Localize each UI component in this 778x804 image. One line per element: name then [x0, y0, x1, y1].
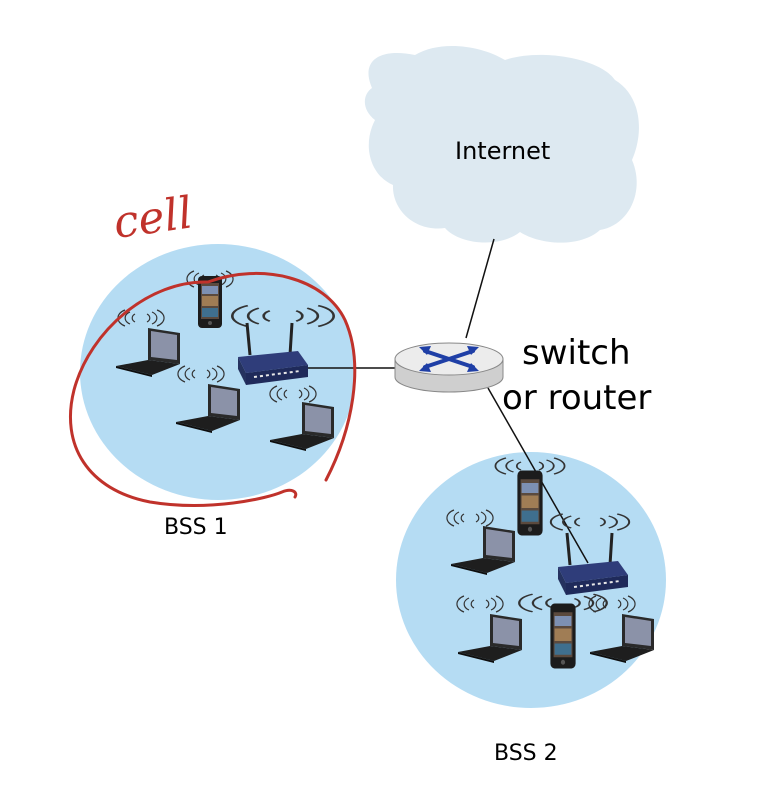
smartphone-icon: [517, 470, 543, 536]
router-icon: [394, 342, 504, 393]
smartphone-icon: [198, 276, 222, 328]
bss2-label: BSS 2: [494, 741, 558, 766]
bss1-cell: [80, 244, 356, 500]
internet-cloud: [364, 45, 639, 243]
router-label: or router: [502, 378, 652, 418]
switch-label: switch: [522, 333, 631, 373]
cell-annotation-text: cell: [110, 187, 195, 248]
svg-text:cell: cell: [110, 187, 195, 248]
cell-annotation-outline: [69, 271, 357, 507]
link-internet-router: [465, 238, 495, 339]
bss1-label: BSS 1: [164, 515, 228, 540]
internet-label: Internet: [455, 137, 551, 165]
bss2-cell: [396, 452, 666, 708]
smartphone-icon: [550, 603, 576, 669]
